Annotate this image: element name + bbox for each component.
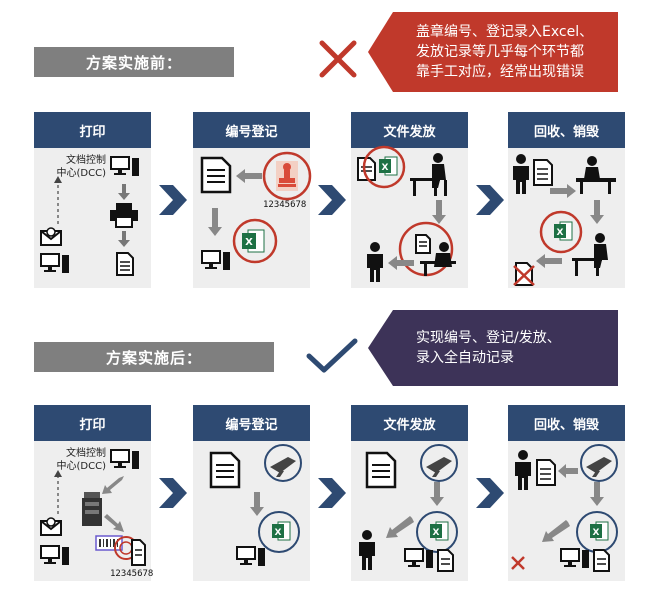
after-panel-distribution-title: 文件发放	[351, 405, 468, 441]
person-receiving-icon	[398, 221, 456, 277]
svg-text:X: X	[245, 237, 253, 248]
barcode-label-icon	[95, 535, 146, 566]
email-icon	[40, 227, 62, 246]
person-at-desk-icon	[576, 156, 616, 194]
before-panel-distribution-title: 文件发放	[351, 112, 468, 148]
dashed-arrow-up-icon	[54, 470, 62, 514]
email-icon	[40, 517, 62, 536]
dcc-label-line2: 中心(DCC)	[56, 461, 106, 472]
cross-icon	[319, 40, 357, 78]
svg-text:X: X	[557, 228, 564, 238]
before-panel-numbering: 编号登记	[193, 112, 310, 288]
arrow-diagonal-icon	[386, 516, 414, 538]
excel-icon: X	[232, 218, 278, 264]
arrow-right-icon	[550, 184, 576, 198]
after-panel-print-title: 打印	[34, 405, 151, 441]
computer-icon	[40, 545, 69, 565]
arrow-down-icon	[432, 200, 446, 224]
document-icon	[357, 157, 376, 181]
person-icon	[359, 530, 375, 570]
document-icon	[209, 451, 241, 489]
computer-icon	[110, 449, 139, 469]
flow-chevron	[159, 185, 187, 215]
stamp-icon	[262, 151, 312, 201]
computer-with-document-icon	[560, 548, 610, 572]
before-panel-print: 打印	[34, 112, 151, 288]
person-icon	[367, 242, 383, 282]
arrow-left-icon	[558, 464, 578, 478]
flow-chevron	[476, 185, 504, 215]
svg-text:X: X	[275, 528, 282, 538]
checkmark-icon	[306, 338, 358, 373]
barcode-scanner-icon	[580, 444, 618, 482]
after-panel-numbering-title: 编号登记	[193, 405, 310, 441]
svg-text:X: X	[382, 163, 389, 173]
arrow-left-icon	[536, 254, 562, 268]
before-section-label: 方案实施前：	[34, 47, 234, 77]
printer-icon	[82, 492, 102, 526]
before-dcc-label: 文档控制 中心(DCC)	[42, 154, 106, 180]
barcode-scanner-icon	[420, 444, 458, 482]
document-icon	[365, 451, 397, 489]
computer-with-document-icon	[404, 548, 454, 572]
excel-icon: X	[539, 210, 583, 254]
printer-icon	[110, 203, 138, 228]
excel-icon: X	[362, 145, 406, 189]
flow-chevron	[476, 478, 504, 508]
after-callout: 实现编号、登记/发放、 录入全自动记录	[368, 310, 618, 386]
document-icon	[116, 252, 134, 276]
after-callout-line-1: 实现编号、登记/发放、	[416, 330, 561, 346]
flow-chevron	[318, 478, 346, 508]
stamp-code: 12345678	[263, 200, 307, 210]
before-panel-print-title: 打印	[34, 112, 151, 148]
arrow-down-icon	[250, 492, 264, 516]
svg-text:X: X	[593, 528, 600, 538]
computer-icon	[236, 546, 265, 566]
person-at-desk-icon	[572, 233, 608, 276]
barcode-scanner-icon	[264, 444, 302, 482]
before-callout-line-3: 靠手工对应，经常出现错误	[416, 64, 584, 80]
before-callout-line-1: 盖章编号、登记录入Excel、	[416, 24, 594, 40]
arrow-left-icon	[236, 169, 262, 183]
after-section-label: 方案实施后：	[34, 342, 274, 372]
computer-icon	[110, 156, 139, 176]
destroyed-document-icon	[513, 262, 535, 286]
arrow-down-icon	[118, 184, 130, 200]
before-panel-numbering-title: 编号登记	[193, 112, 310, 148]
before-callout: 盖章编号、登记录入Excel、 发放记录等几乎每个环节都 靠手工对应，经常出现错…	[368, 12, 618, 92]
before-panel-recall-title: 回收、销毁	[508, 112, 625, 148]
person-with-document-icon	[515, 450, 556, 490]
arrow-down-icon	[590, 482, 604, 506]
dcc-label-line2: 中心(DCC)	[56, 168, 106, 179]
flow-chevron	[159, 478, 187, 508]
arrow-diagonal-icon	[542, 520, 570, 542]
arrow-diagonal-icon	[102, 476, 124, 494]
document-icon	[200, 156, 232, 194]
barcode-code: 12345678	[110, 569, 154, 579]
destroyed-cross-icon	[511, 556, 525, 570]
after-callout-line-2: 录入全自动记录	[416, 350, 514, 366]
dashed-arrow-up-icon	[54, 176, 62, 224]
excel-icon: X	[258, 511, 300, 553]
before-callout-line-2: 发放记录等几乎每个环节都	[416, 44, 584, 60]
after-dcc-label: 文档控制 中心(DCC)	[42, 447, 106, 473]
person-at-desk-icon	[410, 153, 447, 196]
arrow-down-icon	[590, 200, 604, 224]
dcc-label-line1: 文档控制	[66, 448, 106, 459]
arrow-down-icon	[118, 231, 130, 247]
after-panel-recall-title: 回收、销毁	[508, 405, 625, 441]
arrow-down-icon	[430, 482, 444, 506]
computer-icon	[201, 250, 230, 270]
dcc-label-line1: 文档控制	[66, 155, 106, 166]
computer-icon	[40, 253, 69, 273]
arrow-diagonal-icon	[104, 514, 124, 532]
svg-text:X: X	[433, 528, 440, 538]
arrow-left-icon	[388, 256, 414, 270]
arrow-down-icon	[208, 208, 222, 236]
flow-chevron	[318, 185, 346, 215]
person-with-document-icon	[513, 154, 553, 194]
